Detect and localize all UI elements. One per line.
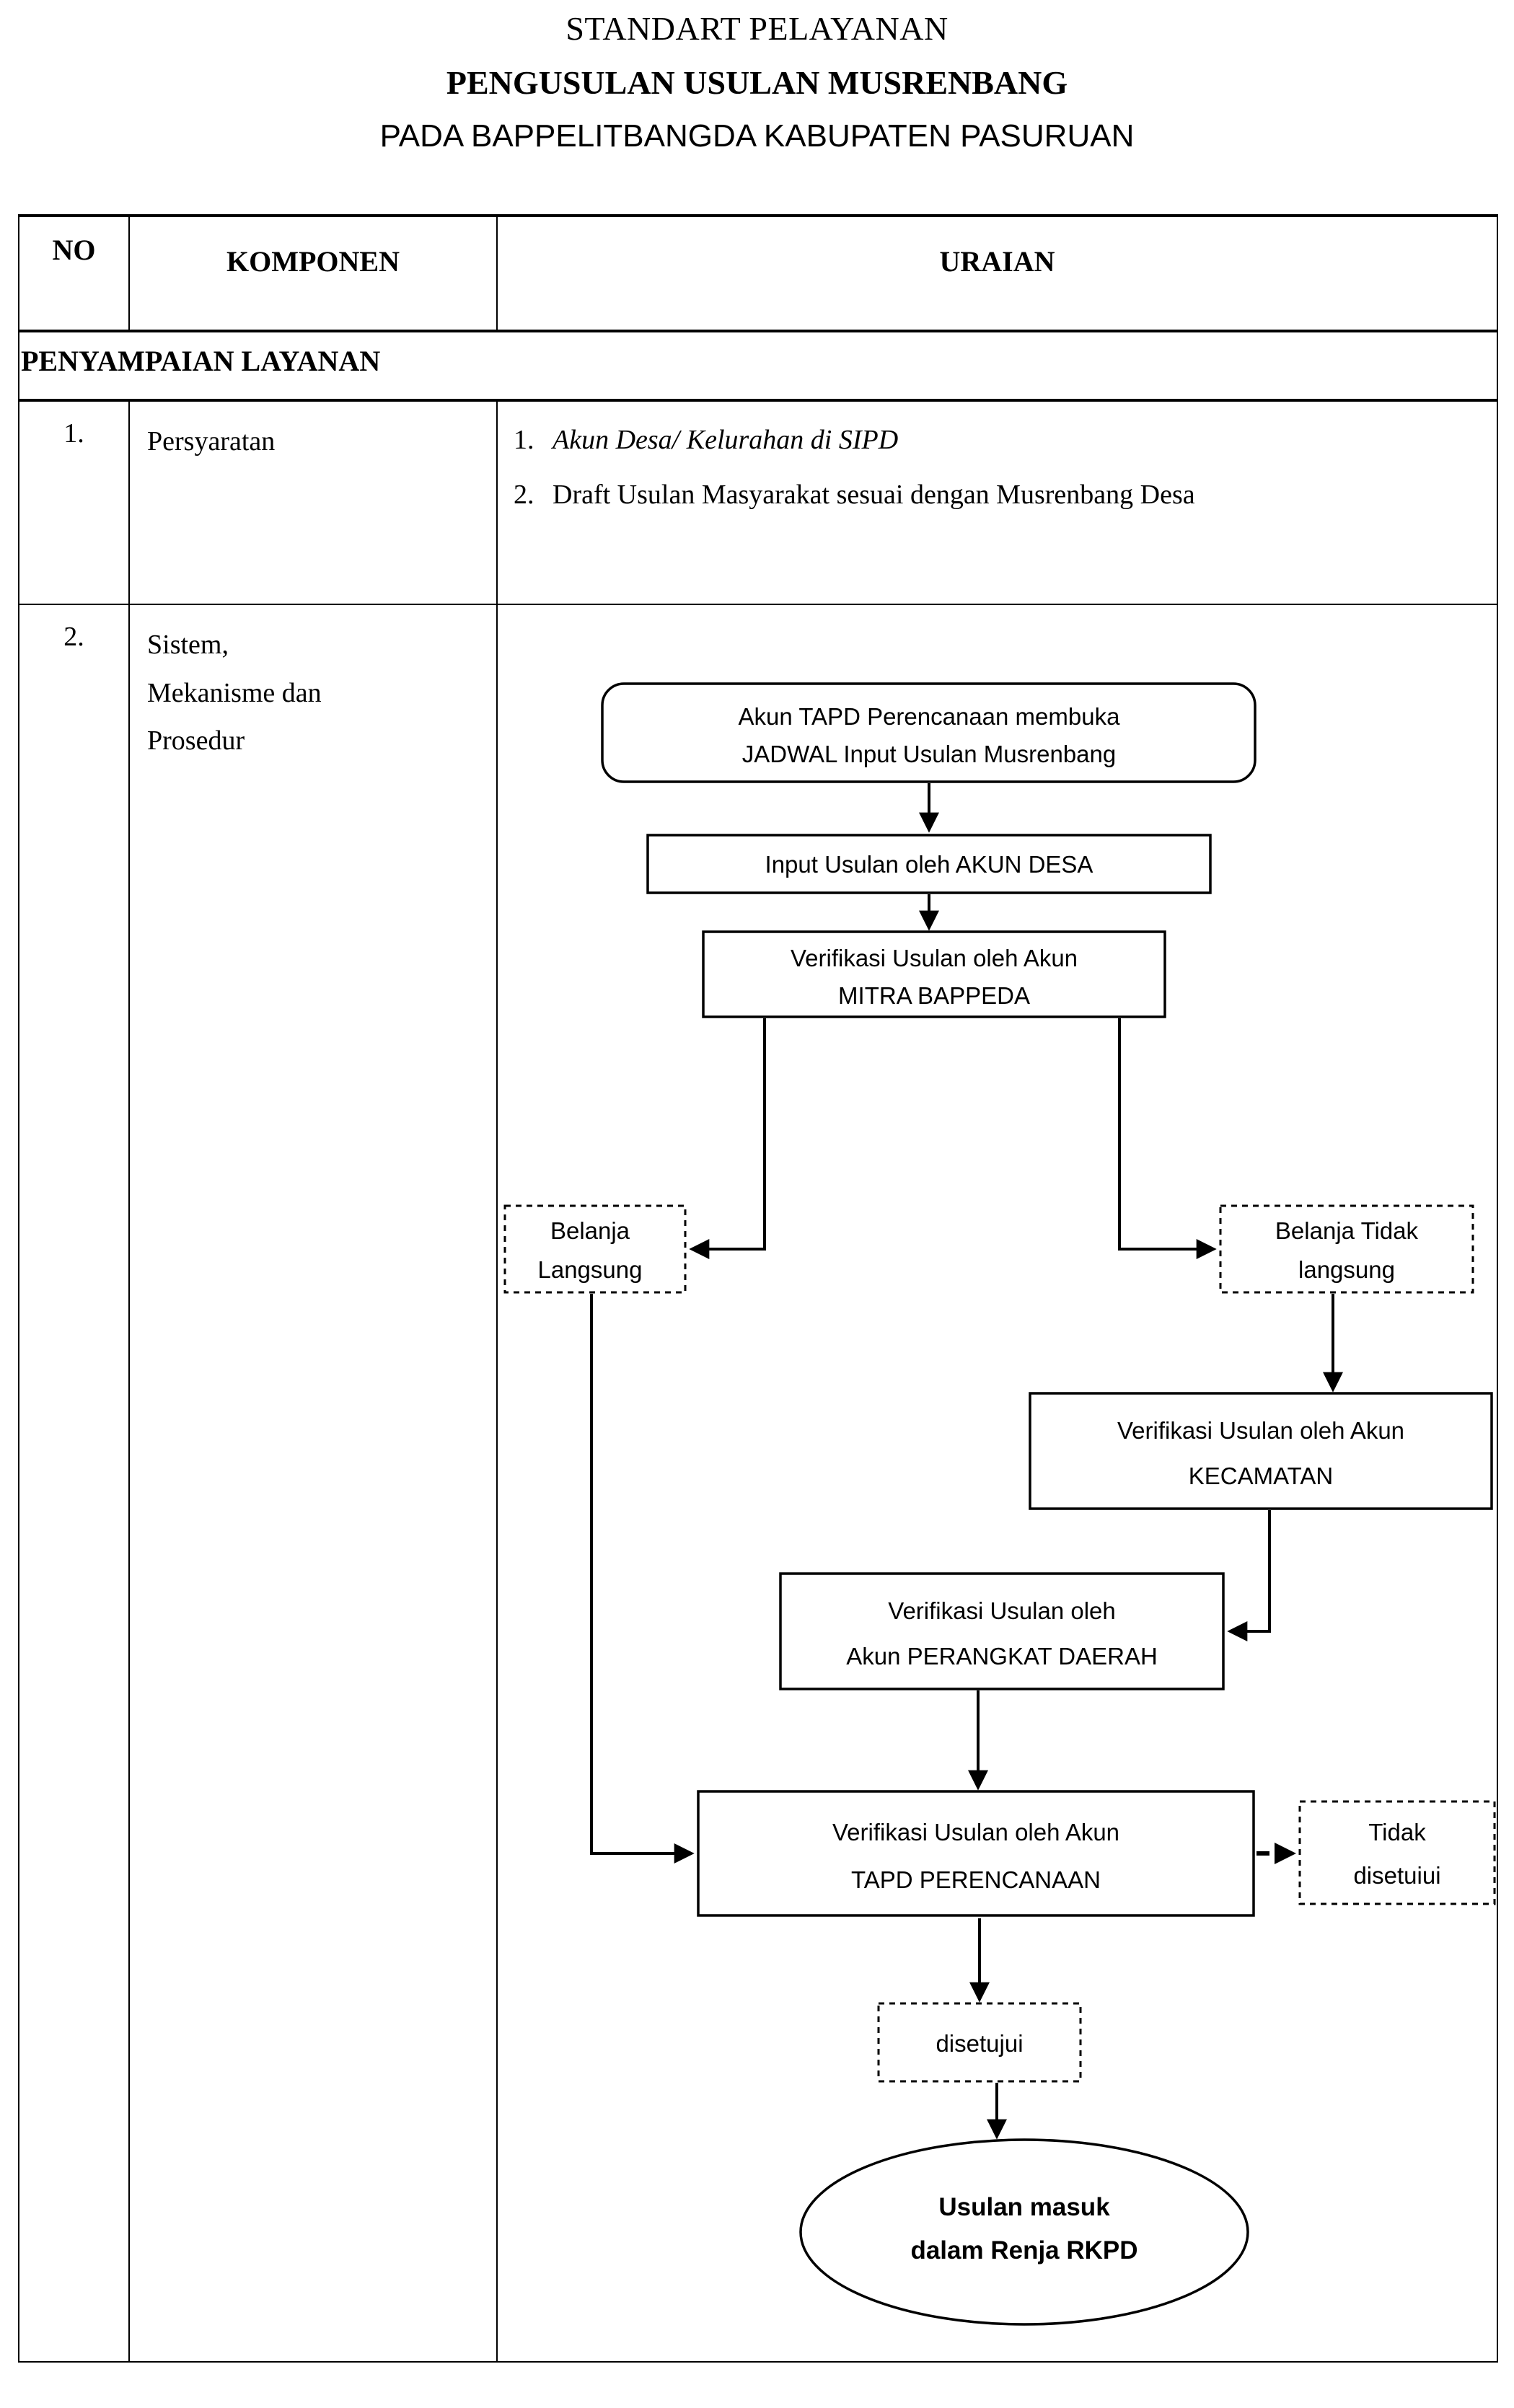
komponen-line-3: Prosedur <box>147 726 245 756</box>
row-komponen: Sistem, Mekanisme dan Prosedur <box>130 605 496 765</box>
section-row-penyampaian-layanan: PENYAMPAIAN LAYANAN <box>18 330 1498 402</box>
table-header-row: NO KOMPONEN URAIAN <box>18 214 1498 332</box>
header-uraian: URAIAN <box>939 245 1055 278</box>
standar-pelayanan-table: NO KOMPONEN URAIAN PENYAMPAIAN LAYANAN 1… <box>18 214 1498 2363</box>
list-item: 1. Akun Desa/ Kelurahan di SIPD <box>514 415 1478 465</box>
header-komponen: KOMPONEN <box>226 245 400 278</box>
header-no: NO <box>52 234 96 266</box>
list-item-text: Draft Usulan Masyarakat sesuai dengan Mu… <box>553 480 1195 511</box>
persyaratan-list: 1. Akun Desa/ Kelurahan di SIPD 2. Draft… <box>514 415 1478 521</box>
document-header: STANDART PELAYANAN PENGUSULAN USULAN MUS… <box>0 0 1514 154</box>
row-komponen: Persyaratan <box>147 426 276 457</box>
list-item-marker: 1. <box>514 425 534 455</box>
row-number: 2. <box>63 622 84 652</box>
list-item-marker: 2. <box>514 480 534 511</box>
row-uraian-flowchart-cell <box>496 604 1498 2363</box>
komponen-line-1: Sistem, <box>147 630 229 660</box>
list-item: 2. Draft Usulan Masyarakat sesuai dengan… <box>514 469 1478 520</box>
list-item-text: Akun Desa/ Kelurahan di SIPD <box>553 425 899 455</box>
table-row: 1. Persyaratan 1. Akun Desa/ Kelurahan d… <box>18 400 1498 605</box>
table-row: 2. Sistem, Mekanisme dan Prosedur <box>18 604 1498 2363</box>
title-line-1: STANDART PELAYANAN <box>565 10 949 47</box>
row-number: 1. <box>63 418 84 449</box>
row-uraian: 1. Akun Desa/ Kelurahan di SIPD 2. Draft… <box>498 402 1497 541</box>
komponen-line-2: Mekanisme dan <box>147 677 322 708</box>
section-label: PENYAMPAIAN LAYANAN <box>21 345 381 377</box>
title-line-2: PENGUSULAN USULAN MUSRENBANG <box>446 63 1068 101</box>
title-line-3: PADA BAPPELITBANGDA KABUPATEN PASURUAN <box>379 118 1135 154</box>
